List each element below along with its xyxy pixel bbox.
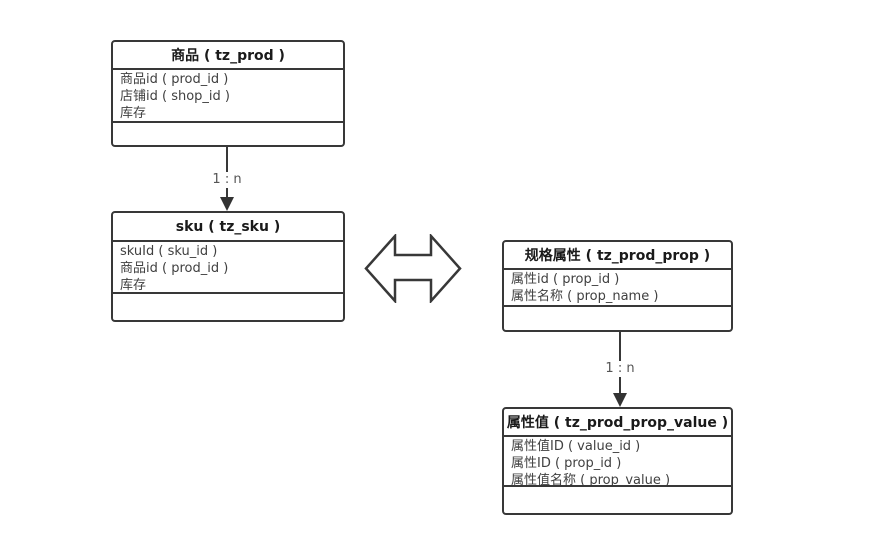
entity-fields-section: 属性id ( prop_id ) 属性名称 ( prop_name ) (504, 270, 731, 307)
entity-fields-section: 商品id ( prod_id ) 店铺id ( shop_id ) 库存 (113, 70, 343, 123)
entity-table-prod-prop: 规格属性 ( tz_prod_prop ) 属性id ( prop_id ) 属… (502, 240, 733, 332)
entity-field: 库存 (120, 278, 147, 293)
arrow-down-icon (613, 393, 627, 407)
entity-field: 属性id ( prop_id ) (511, 272, 620, 287)
entity-field: 属性值名称 ( prop_value ) (511, 473, 671, 487)
entity-field: 属性名称 ( prop_name ) (511, 289, 659, 304)
entity-empty-section (504, 307, 731, 330)
entity-empty-section (113, 294, 343, 320)
entity-empty-section (504, 487, 731, 513)
entity-fields-section: skuId ( sku_id ) 商品id ( prod_id ) 库存 (113, 242, 343, 294)
entity-title: 规格属性 ( tz_prod_prop ) (504, 242, 731, 270)
entity-field: skuId ( sku_id ) (120, 244, 218, 259)
cardinality-label: 1 : n (602, 361, 638, 377)
cardinality-label: 1 : n (209, 172, 245, 188)
entity-table-prod-prop-value: 属性值 ( tz_prod_prop_value ) 属性值ID ( value… (502, 407, 733, 515)
entity-table-sku: sku ( tz_sku ) skuId ( sku_id ) 商品id ( p… (111, 211, 345, 322)
entity-title: 属性值 ( tz_prod_prop_value ) (504, 409, 731, 437)
entity-title: sku ( tz_sku ) (113, 213, 343, 242)
entity-title: 商品 ( tz_prod ) (113, 42, 343, 70)
entity-field: 库存 (120, 106, 147, 121)
arrow-down-icon (220, 197, 234, 211)
entity-empty-section (113, 123, 343, 145)
entity-field: 商品id ( prod_id ) (120, 72, 229, 87)
entity-field: 商品id ( prod_id ) (120, 261, 229, 276)
entity-fields-section: 属性值ID ( value_id ) 属性ID ( prop_id ) 属性值名… (504, 437, 731, 487)
entity-field: 店铺id ( shop_id ) (120, 89, 230, 104)
entity-field: 属性ID ( prop_id ) (511, 456, 622, 471)
double-arrow-icon (364, 234, 462, 303)
entity-table-prod: 商品 ( tz_prod ) 商品id ( prod_id ) 店铺id ( s… (111, 40, 345, 147)
entity-field: 属性值ID ( value_id ) (511, 439, 641, 454)
